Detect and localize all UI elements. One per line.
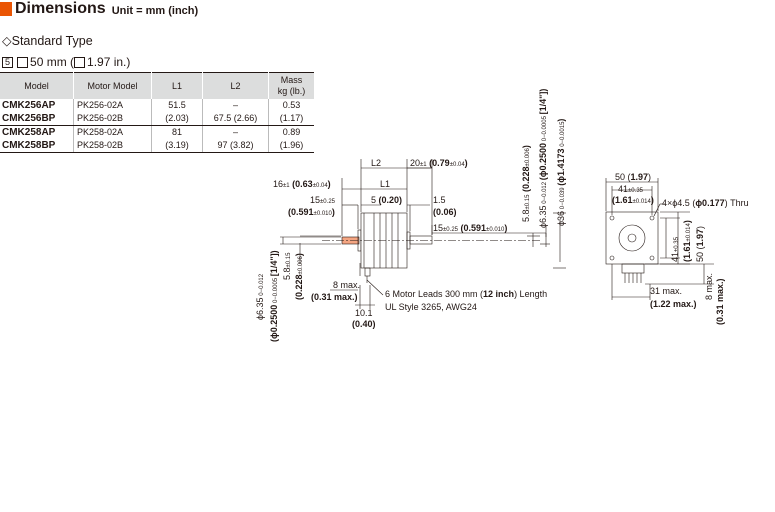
- rear-shaft: [409, 235, 433, 245]
- table-row: CMK256BP PK256-02B (2.03) 67.5 (2.66) (1…: [0, 112, 314, 126]
- label-l2: L2: [371, 158, 381, 168]
- label-e8: 8 max.: [704, 273, 714, 300]
- cell-model: CMK258AP: [2, 127, 56, 138]
- type-subtitle: ◇Standard Type: [2, 34, 93, 48]
- cell-motor: PK256-02A: [73, 99, 152, 112]
- cell-l2: –: [202, 99, 269, 112]
- col-model: Model: [0, 72, 74, 99]
- frame-size: 5 50 mm ( 1.97 in.): [2, 55, 130, 69]
- label-d15a-in: (0.591±0.010): [288, 207, 335, 217]
- label-d16: 16±1 (0.63±0.04): [273, 179, 331, 189]
- label-e50v: 50 (1.97): [695, 226, 705, 262]
- label-d20: 20±1 (0.79±0.04): [410, 158, 468, 168]
- cell-l1: 51.5: [151, 99, 203, 112]
- cell-model: CMK256BP: [0, 112, 74, 126]
- cell-model: CMK258BP: [0, 139, 74, 153]
- cell-motor: PK258-02A: [73, 125, 152, 139]
- label-flat-in: (0.228±0.006): [294, 253, 304, 300]
- label-d15b: 15±0.25 (0.591±0.010): [433, 223, 507, 233]
- label-d101: 10.1: [355, 308, 373, 318]
- cell-l1: 81: [151, 125, 203, 139]
- label-e41v: 41±0.35: [670, 236, 680, 262]
- label-d15-in: (0.06): [433, 207, 457, 217]
- label-e31: 31 max.: [650, 286, 682, 296]
- label-shaft-d-in: (ϕ0.2500 0−0.0005 [1/4"]): [269, 250, 279, 342]
- section-header: Dimensions Unit = mm (inch): [0, 0, 198, 18]
- label-ul: UL Style 3265, AWG24: [385, 302, 477, 312]
- table-row: CMK258AP PK258-02A 81 – 0.89: [0, 125, 314, 139]
- cell-l2: 67.5 (2.66): [202, 112, 269, 126]
- label-holes: 4×ϕ4.5 (ϕ0.177) Thru: [662, 198, 749, 208]
- end-view-flange: [605, 211, 659, 265]
- label-e50: 50 (1.97): [615, 172, 651, 182]
- col-mass: Mass kg (lb.): [268, 72, 314, 99]
- square-icon: [17, 56, 29, 68]
- cell-l1: (2.03): [151, 112, 203, 126]
- orange-marker: [0, 2, 12, 16]
- label-leads: 6 Motor Leads 300 mm (12 inch) Length: [385, 289, 547, 299]
- table-row: CMK256AP PK256-02A 51.5 – 0.53: [0, 99, 314, 112]
- frame-size-mm: 50 mm (: [30, 55, 75, 69]
- col-l2: L2: [202, 72, 269, 99]
- label-shaft-d: ϕ6.35 0−0.012: [255, 273, 265, 320]
- cell-mass: 0.89: [268, 125, 314, 139]
- cell-motor: PK256-02B: [73, 112, 152, 126]
- label-e41: 41±0.35: [618, 184, 644, 194]
- label-v36: ϕ36 0−0.039 (ϕ1.4173 0−0.0015): [556, 119, 566, 226]
- label-d5: 5 (0.20): [371, 195, 402, 205]
- label-flat: 5.8±0.15: [282, 252, 292, 280]
- label-d15a: 15±0.25: [310, 195, 336, 205]
- label-e8-in: (0.31 max.): [715, 278, 725, 325]
- square-icon: [74, 56, 86, 68]
- label-e41-in: (1.61±0.014): [612, 195, 654, 205]
- frame-size-in: 1.97 in.): [87, 55, 131, 69]
- table-row: CMK258BP PK258-02B (3.19) 97 (3.82) (1.9…: [0, 139, 314, 153]
- label-d101-in: (0.40): [352, 319, 376, 329]
- col-motor: Motor Model: [73, 72, 152, 99]
- label-l1: L1: [380, 179, 390, 189]
- cell-l2: 97 (3.82): [202, 139, 269, 153]
- cell-l1: (3.19): [151, 139, 203, 153]
- col-l1: L1: [151, 72, 203, 99]
- model-table: Model Motor Model L1 L2 Mass kg (lb.) CM…: [0, 72, 314, 153]
- label-v635: ϕ6.35 0−0.012 (ϕ0.2500 0−0.0005 [1/4"]): [538, 89, 548, 228]
- label-e41v-in: (1.61±0.014): [682, 220, 692, 262]
- unit-note: Unit = mm (inch): [111, 4, 199, 17]
- cell-mass: (1.96): [268, 139, 314, 153]
- cell-l2: –: [202, 125, 269, 139]
- label-d8-in: (0.31 max.): [311, 292, 358, 302]
- label-d8: 8 max.: [333, 280, 360, 290]
- cell-mass: 0.53: [268, 99, 314, 112]
- cell-motor: PK258-02B: [73, 139, 152, 153]
- cell-model: CMK256AP: [2, 100, 56, 111]
- cell-mass: (1.17): [268, 112, 314, 126]
- frame-number: 5: [2, 56, 14, 68]
- label-e31-in: (1.22 max.): [650, 299, 697, 309]
- label-v58: 5.8±0.15 (0.228±0.006): [521, 145, 531, 222]
- label-d15: 1.5: [433, 195, 446, 205]
- pilot-circle: [618, 224, 646, 252]
- section-title: Dimensions: [15, 0, 106, 17]
